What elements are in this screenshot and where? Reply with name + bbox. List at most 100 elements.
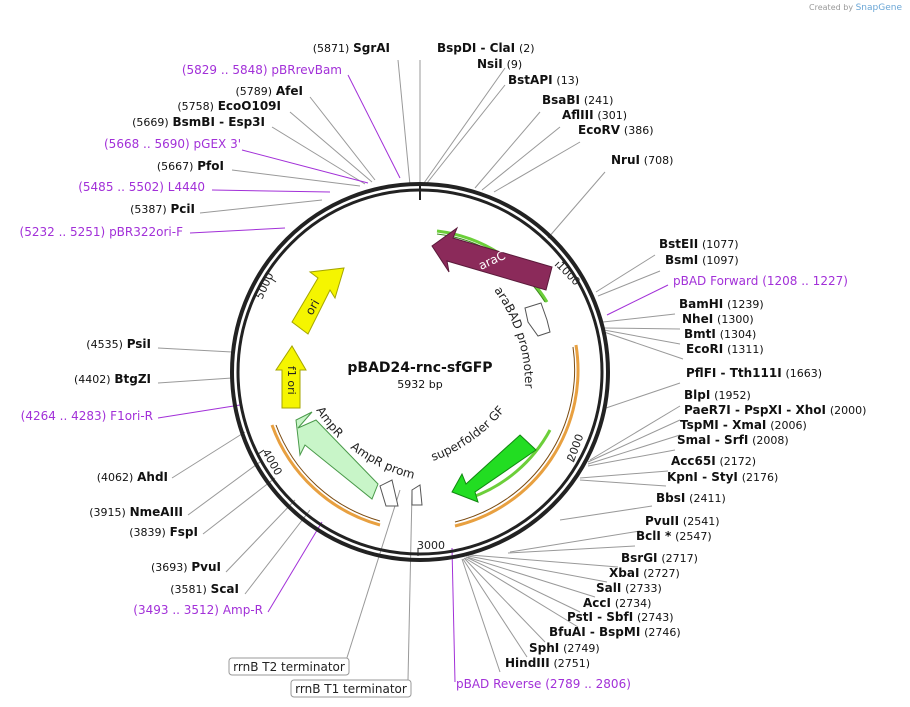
- site-name: EcoO109I: [218, 99, 281, 113]
- site-position: (2006): [770, 419, 807, 432]
- site-position: (1311): [727, 343, 764, 356]
- site-name: PflFI - Tth111I: [686, 366, 782, 380]
- site-position: (3693): [151, 561, 188, 574]
- site-position: (13): [556, 74, 579, 87]
- site-label-2: NsiI (9): [477, 57, 522, 71]
- site-name: NruI: [611, 153, 640, 167]
- site-name: BsaBI: [542, 93, 580, 107]
- primer-position: (3493 .. 3512): [133, 603, 219, 617]
- site-name: BsrGI: [621, 551, 658, 565]
- site-name: SmaI - SrfI: [677, 433, 748, 447]
- primer-name: pBR322ori-F: [109, 225, 183, 239]
- site-position: (5387): [130, 203, 167, 216]
- ampr-promoter-arrow: [379, 479, 399, 507]
- primer-label-6: pBAD Forward (1208 .. 1227): [673, 274, 848, 288]
- site-position: (1300): [717, 313, 754, 326]
- site-name: PciI: [171, 202, 196, 216]
- site-name: ScaI: [211, 582, 239, 596]
- site-label-40: (3915) NmeAIII: [89, 505, 183, 519]
- site-label-31: HindIII (2751): [505, 656, 590, 670]
- site-label-14: PflFI - Tth111I (1663): [686, 366, 822, 380]
- site-position: (708): [644, 154, 674, 167]
- primer-position: (5485 .. 5502): [78, 180, 164, 194]
- site-label-8: BstEII (1077): [659, 237, 739, 251]
- site-position: (2008): [752, 434, 789, 447]
- site-name: PstI - SbfI: [567, 610, 633, 624]
- site-name: BclI *: [636, 529, 672, 543]
- site-position: (241): [584, 94, 614, 107]
- primer-connector-lines: [157, 74, 669, 683]
- site-position: (5871): [313, 42, 350, 55]
- primer-position: (1208 .. 1227): [762, 274, 848, 288]
- site-label-25: XbaI (2727): [609, 566, 680, 580]
- site-name: AfeI: [276, 84, 303, 98]
- primer-label-5: (3493 .. 3512) Amp-R: [133, 603, 263, 617]
- primer-name: pBAD Reverse: [456, 677, 541, 691]
- site-label-34: (5669) BsmBI - Esp3I: [132, 115, 265, 129]
- rrnb-t1-label: rrnB T1 terminator: [295, 682, 407, 696]
- site-position: (2733): [625, 582, 662, 595]
- site-position: (386): [624, 124, 654, 137]
- site-name: AhdI: [137, 470, 168, 484]
- site-name: BmtI: [684, 327, 716, 341]
- site-position: (3915): [89, 506, 126, 519]
- primer-name: pGEX 3': [194, 137, 241, 151]
- site-position: (1239): [727, 298, 764, 311]
- site-position: (2751): [554, 657, 591, 670]
- primer-label-2: (5485 .. 5502) L4440: [78, 180, 205, 194]
- site-label-13: EcoRI (1311): [686, 342, 764, 356]
- site-name: AflIII: [562, 108, 594, 122]
- tick-label-2000: 2000: [565, 432, 587, 463]
- primer-position: (4264 .. 4283): [21, 409, 107, 423]
- site-label-28: PstI - SbfI (2743): [567, 610, 674, 624]
- rrnb-t2-label: rrnB T2 terminator: [233, 660, 345, 674]
- site-position: (2000): [830, 404, 867, 417]
- site-position: (1304): [720, 328, 757, 341]
- ampr-feature-arrow: [295, 411, 379, 500]
- site-position: (1663): [786, 367, 823, 380]
- snapgene-branding: Created by SnapGene: [809, 3, 902, 13]
- primer-label-7: pBAD Reverse (2789 .. 2806): [456, 677, 631, 691]
- backbone-outer-ring: [230, 182, 610, 562]
- site-position: (2): [519, 42, 535, 55]
- site-label-5: AflIII (301): [562, 108, 627, 122]
- rrnb-t1-box: [290, 679, 412, 698]
- primer-label-1: (5668 .. 5690) pGEX 3': [104, 137, 241, 151]
- site-label-18: SmaI - SrfI (2008): [677, 433, 789, 447]
- site-position: (5758): [177, 100, 214, 113]
- arabad-promoter-label: araBAD promoter: [492, 284, 537, 389]
- green-annotation-arc-gfp: [469, 429, 552, 500]
- ori-feature-arrow: [291, 267, 345, 335]
- site-position: (5669): [132, 116, 169, 129]
- plasmid-name: pBAD24-rnc-sfGFP: [347, 360, 492, 376]
- site-position: (4062): [97, 471, 134, 484]
- plasmid-length: 5932 bp: [397, 378, 442, 391]
- created-by-text: Created by: [809, 3, 854, 12]
- site-name: BbsI: [656, 491, 685, 505]
- site-position: (5667): [157, 160, 194, 173]
- site-label-11: NheI (1300): [682, 312, 754, 326]
- tick-label-5000: 5000: [253, 270, 277, 301]
- site-position: (2541): [683, 515, 720, 528]
- site-label-7: NruI (708): [611, 153, 673, 167]
- site-name: XbaI: [609, 566, 639, 580]
- site-position: (2734): [615, 597, 652, 610]
- site-label-30: SphI (2749): [529, 641, 600, 655]
- primer-label-0: (5829 .. 5848) pBRrevBam: [182, 63, 342, 77]
- site-label-4: BsaBI (241): [542, 93, 613, 107]
- arabad-promoter-arrow: [524, 302, 551, 337]
- site-position: (2172): [720, 455, 757, 468]
- primer-label-3: (5232 .. 5251) pBR322ori-F: [20, 225, 184, 239]
- site-name: AccI: [583, 596, 611, 610]
- primer-position: (5829 .. 5848): [182, 63, 268, 77]
- site-name: EcoRV: [578, 123, 621, 137]
- tick-label-3000: 3000: [417, 539, 445, 552]
- tick-marks: [257, 261, 575, 556]
- site-label-35: (5667) PfoI: [157, 159, 224, 173]
- site-position: (1952): [714, 389, 751, 402]
- site-label-41: (3839) FspI: [129, 525, 198, 539]
- primer-name: F1ori-R: [110, 409, 153, 423]
- site-position: (2749): [563, 642, 600, 655]
- site-name: BfuAI - BspMI: [549, 625, 640, 639]
